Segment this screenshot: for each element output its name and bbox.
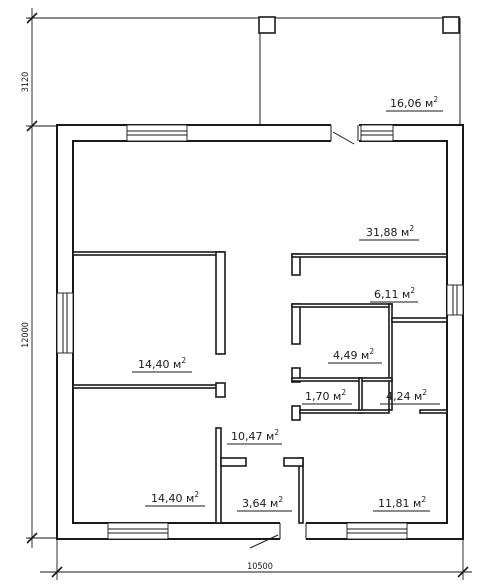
area-label-bedroom-2: 14,40 м2	[145, 490, 205, 507]
windows	[56, 124, 464, 540]
room-labels: 16,06 м2 31,88 м2 6,11 м2 14,40 м2 4,49 …	[132, 95, 443, 512]
svg-text:16,06 м2: 16,06 м2	[390, 95, 438, 110]
area-label-wc: 1,70 м2	[302, 388, 352, 405]
dim-top-extension: 3120	[21, 72, 31, 93]
area-label-vestibule: 3,64 м2	[237, 495, 292, 512]
svg-text:1,70 м2: 1,70 м2	[305, 388, 346, 403]
dim-house-depth: 12000	[21, 322, 31, 348]
dimension-lines	[26, 8, 472, 580]
area-label-hall: 10,47 м2	[227, 428, 282, 445]
terrace	[258, 16, 461, 126]
area-label-terrace: 16,06 м2	[386, 95, 443, 112]
area-label-bathroom: 4,49 м2	[328, 347, 382, 364]
svg-text:14,40 м2: 14,40 м2	[151, 490, 199, 505]
svg-text:3,64 м2: 3,64 м2	[242, 495, 283, 510]
area-label-kitchen: 11,81 м2	[373, 495, 430, 512]
dim-house-width: 10500	[247, 562, 273, 572]
area-label-bedroom-1: 14,40 м2	[132, 356, 192, 373]
svg-text:4,24 м2: 4,24 м2	[386, 388, 427, 403]
area-label-utility: 6,11 м2	[370, 286, 418, 303]
svg-text:6,11 м2: 6,11 м2	[374, 286, 415, 301]
svg-text:31,88 м2: 31,88 м2	[366, 224, 414, 239]
area-label-closet: 4,24 м2	[380, 388, 440, 405]
svg-text:10,47 м2: 10,47 м2	[231, 428, 279, 443]
exterior-walls	[56, 124, 464, 540]
svg-text:4,49 м2: 4,49 м2	[333, 347, 374, 362]
area-label-living: 31,88 м2	[359, 224, 419, 241]
doors	[249, 124, 359, 549]
svg-text:11,81 м2: 11,81 м2	[378, 495, 426, 510]
interior-walls	[72, 251, 448, 524]
svg-text:14,40 м2: 14,40 м2	[138, 356, 186, 371]
